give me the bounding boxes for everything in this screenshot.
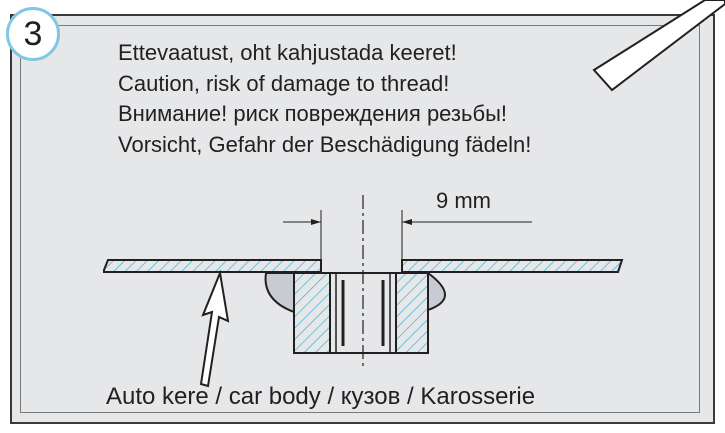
weld-nut [293,272,429,354]
weld-bead-left [264,272,295,314]
warning-line-german: Vorsicht, Gefahr der Beschädigung fädeln… [118,131,532,157]
step-number: 3 [23,14,43,53]
warning-line-russian: Внимание! риск повреждения резьбы! [118,101,508,126]
figure-inner-frame [20,25,700,413]
dimension-label: 9 mm [436,188,491,213]
warning-line-english: Caution, risk of damage to thread! [118,70,450,96]
car-body-sheet-left [103,259,322,273]
warning-line-estonian: Ettevaatust, oht kahjustada keeret! [118,40,457,65]
car-body-sheet-right [401,259,624,273]
warning-text-block: Ettevaatust, oht kahjustada keeret! Caut… [118,38,678,160]
tool-rod-icon [592,0,725,92]
weld-bead-right [427,271,446,312]
dimension-9mm [283,210,532,262]
step-number-badge: 3 [6,7,60,61]
pointer-arrow-icon [199,269,230,388]
car-body-caption: Auto kere / car body / кузов / Karosseri… [106,383,536,410]
